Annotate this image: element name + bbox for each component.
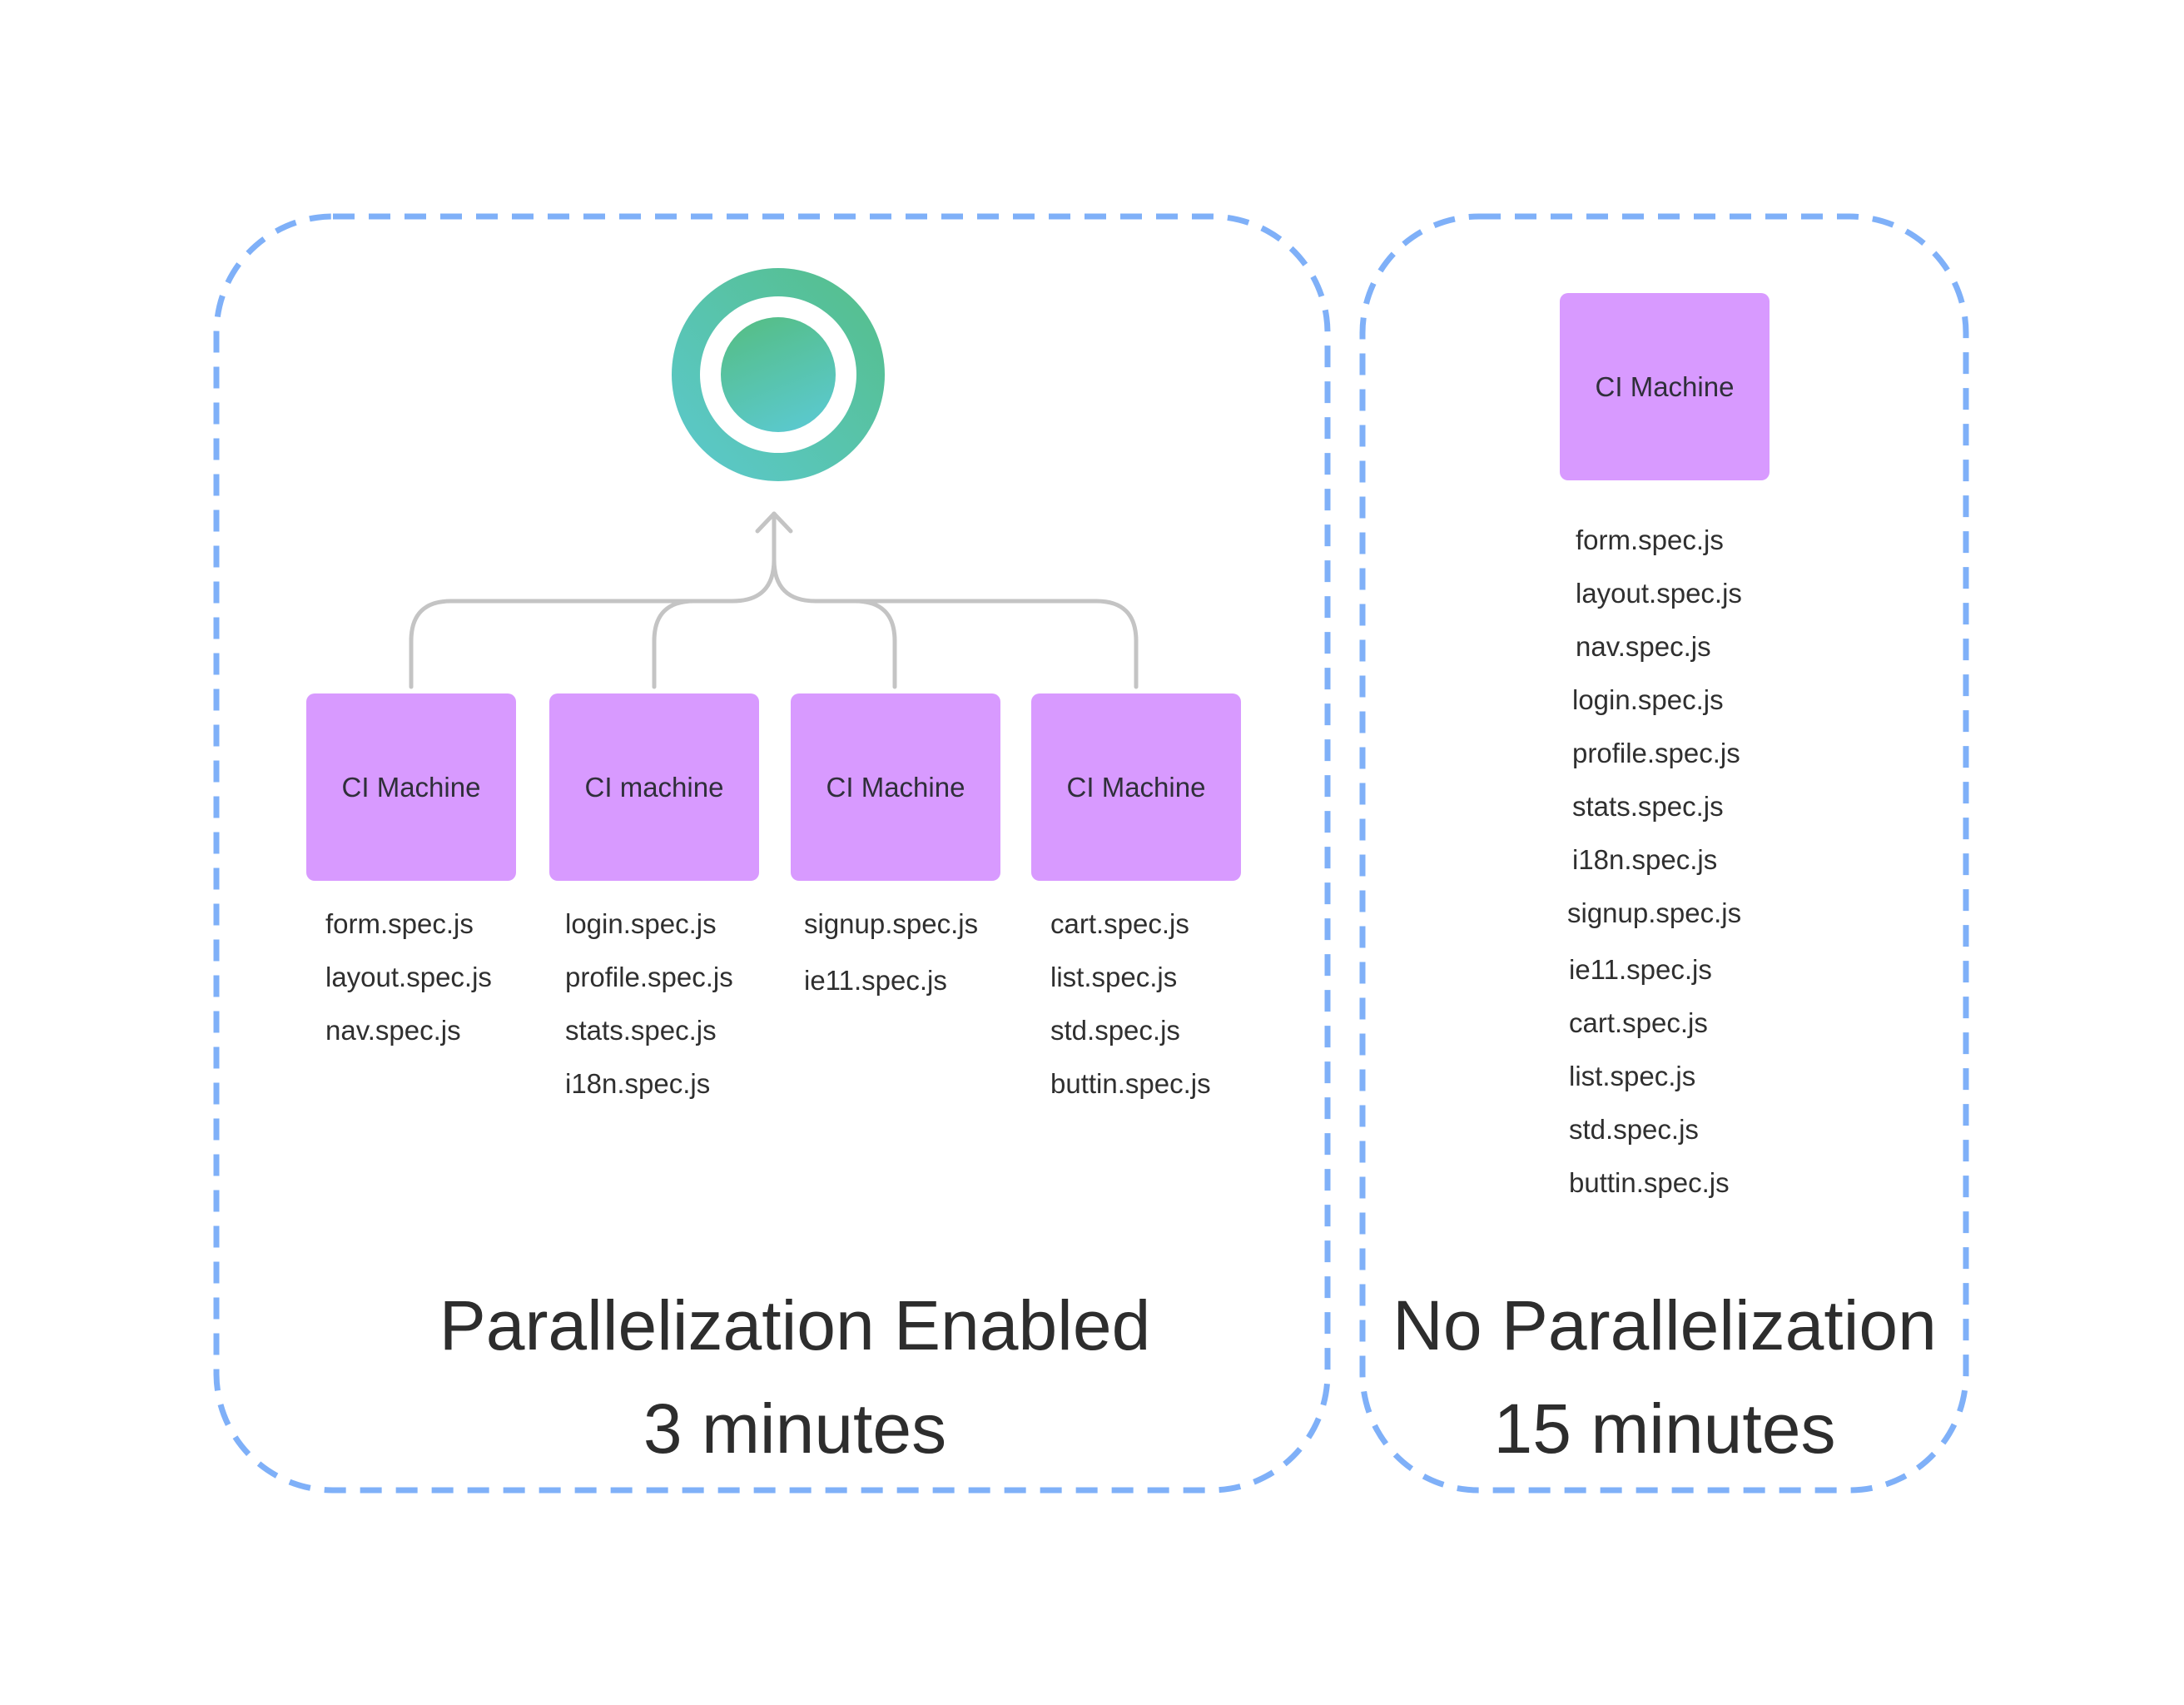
spec-file: cart.spec.js [1050,908,1189,939]
spec-file: list.spec.js [1050,962,1178,992]
machine-3-file-list: signup.spec.js ie11.spec.js [804,897,978,1007]
spec-file: signup.spec.js [1567,897,1742,928]
ci-machine-4: CI Machine [1031,693,1241,881]
spec-file: nav.spec.js [1576,631,1711,662]
spec-file: std.spec.js [1050,1015,1180,1046]
ci-machine-serial: CI Machine [1560,293,1770,480]
parallel-title: Parallelization Enabled [439,1286,1151,1364]
spec-file: buttin.spec.js [1569,1167,1730,1198]
spec-file: stats.spec.js [1572,791,1724,822]
spec-file: profile.spec.js [1572,738,1740,768]
serial-title: No Parallelization [1392,1286,1937,1364]
ci-machine-label: CI Machine [826,771,965,803]
spec-file: layout.spec.js [325,962,492,992]
ci-machine-label: CI Machine [1595,370,1735,402]
machine-4-file-list: cart.spec.js list.spec.js std.spec.js bu… [1050,897,1211,1111]
connector-machine-3 [813,599,897,689]
ci-machine-3: CI Machine [791,693,1000,881]
spec-file: i18n.spec.js [565,1068,711,1099]
connector-machine-1 [409,599,735,689]
ci-machine-label: CI machine [584,771,724,803]
spec-file: stats.spec.js [565,1015,717,1046]
spec-file: ie11.spec.js [1569,954,1712,985]
ci-status-ring-icon [672,268,885,481]
spec-file: buttin.spec.js [1050,1068,1211,1099]
spec-file: profile.spec.js [565,962,733,992]
spec-file: layout.spec.js [1576,578,1742,609]
spec-file: list.spec.js [1569,1061,1696,1091]
ci-machine-1: CI Machine [306,693,516,881]
spec-file: nav.spec.js [325,1015,461,1046]
spec-file: form.spec.js [1576,524,1724,555]
spec-file: cart.spec.js [1569,1007,1708,1038]
spec-file: ie11.spec.js [804,965,947,996]
ci-machine-label: CI Machine [341,771,481,803]
spec-file: form.spec.js [325,908,474,939]
connector-machine-2 [652,599,735,689]
arrow-up-icon [755,511,793,534]
spec-file: std.spec.js [1569,1114,1699,1145]
spec-file: login.spec.js [1572,684,1724,715]
parallel-duration: 3 minutes [643,1389,947,1468]
serial-duration: 15 minutes [1493,1389,1836,1468]
ci-machine-label: CI Machine [1066,771,1206,803]
spec-file: signup.spec.js [804,908,979,939]
parallel-caption: Parallelization Enabled 3 minutes [358,1274,1232,1480]
machine-1-file-list: form.spec.js layout.spec.js nav.spec.js [325,897,492,1057]
spec-file: login.spec.js [565,908,717,939]
serial-caption: No Parallelization 15 minutes [1373,1274,1956,1480]
ci-machine-2: CI machine [549,693,759,881]
connector-machine-4 [813,599,1139,689]
connector-merge-left [730,557,777,604]
spec-file: i18n.spec.js [1572,844,1718,875]
machine-2-file-list: login.spec.js profile.spec.js stats.spec… [565,897,733,1111]
connector-merge-right [772,557,818,604]
serial-file-list: form.spec.js layout.spec.js nav.spec.js … [1567,514,1742,1210]
